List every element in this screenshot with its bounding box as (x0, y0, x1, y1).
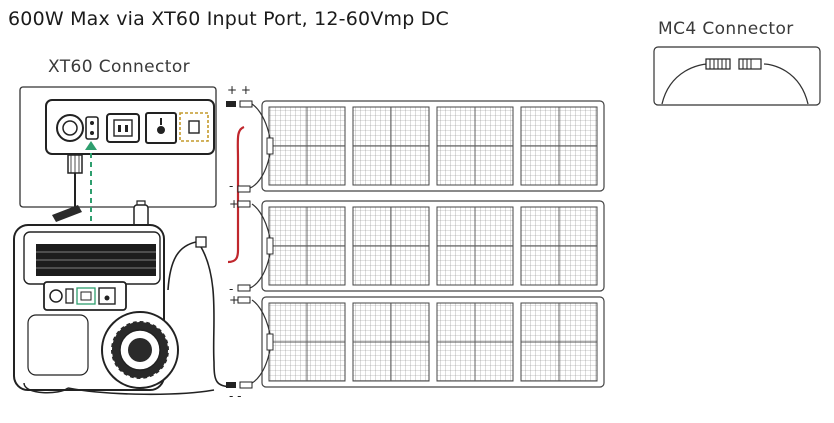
polarity-row3-bottom: - - (229, 389, 242, 403)
input-cable (67, 236, 233, 396)
polarity-row2-bottom: - (229, 282, 234, 296)
solar-panel-array (249, 100, 605, 388)
xt60-port-icon (85, 116, 99, 140)
xt60-connector-label: XT60 Connector (48, 57, 191, 77)
solar-panel (249, 296, 605, 388)
polarity-row1-top: + + (227, 83, 251, 97)
xt60-plug-cable (67, 154, 83, 207)
series-link-cable (227, 125, 245, 264)
mc4-connector-label: MC4 Connector (658, 19, 794, 39)
polarity-row2-top: + (229, 197, 240, 211)
fan-wheel (101, 311, 179, 389)
power-switch-icon (145, 112, 177, 144)
xt60-port-panel (19, 86, 217, 208)
solar-panel (249, 200, 605, 292)
mc4-socket-icon (738, 58, 762, 70)
ac-input-socket-icon (106, 113, 140, 143)
polarity-row1-bottom: - (229, 179, 234, 193)
diagram-title: 600W Max via XT60 Input Port, 12-60Vmp D… (8, 8, 450, 30)
panel-connectors (226, 100, 253, 389)
power-station (13, 200, 179, 394)
usb-port-icon (179, 112, 209, 142)
ac-output-round-icon (56, 114, 84, 142)
mc4-plug-icon (705, 58, 731, 70)
mc4-connector-inset (653, 46, 821, 106)
polarity-row3-top: + (229, 293, 240, 307)
solar-panel (249, 100, 605, 192)
